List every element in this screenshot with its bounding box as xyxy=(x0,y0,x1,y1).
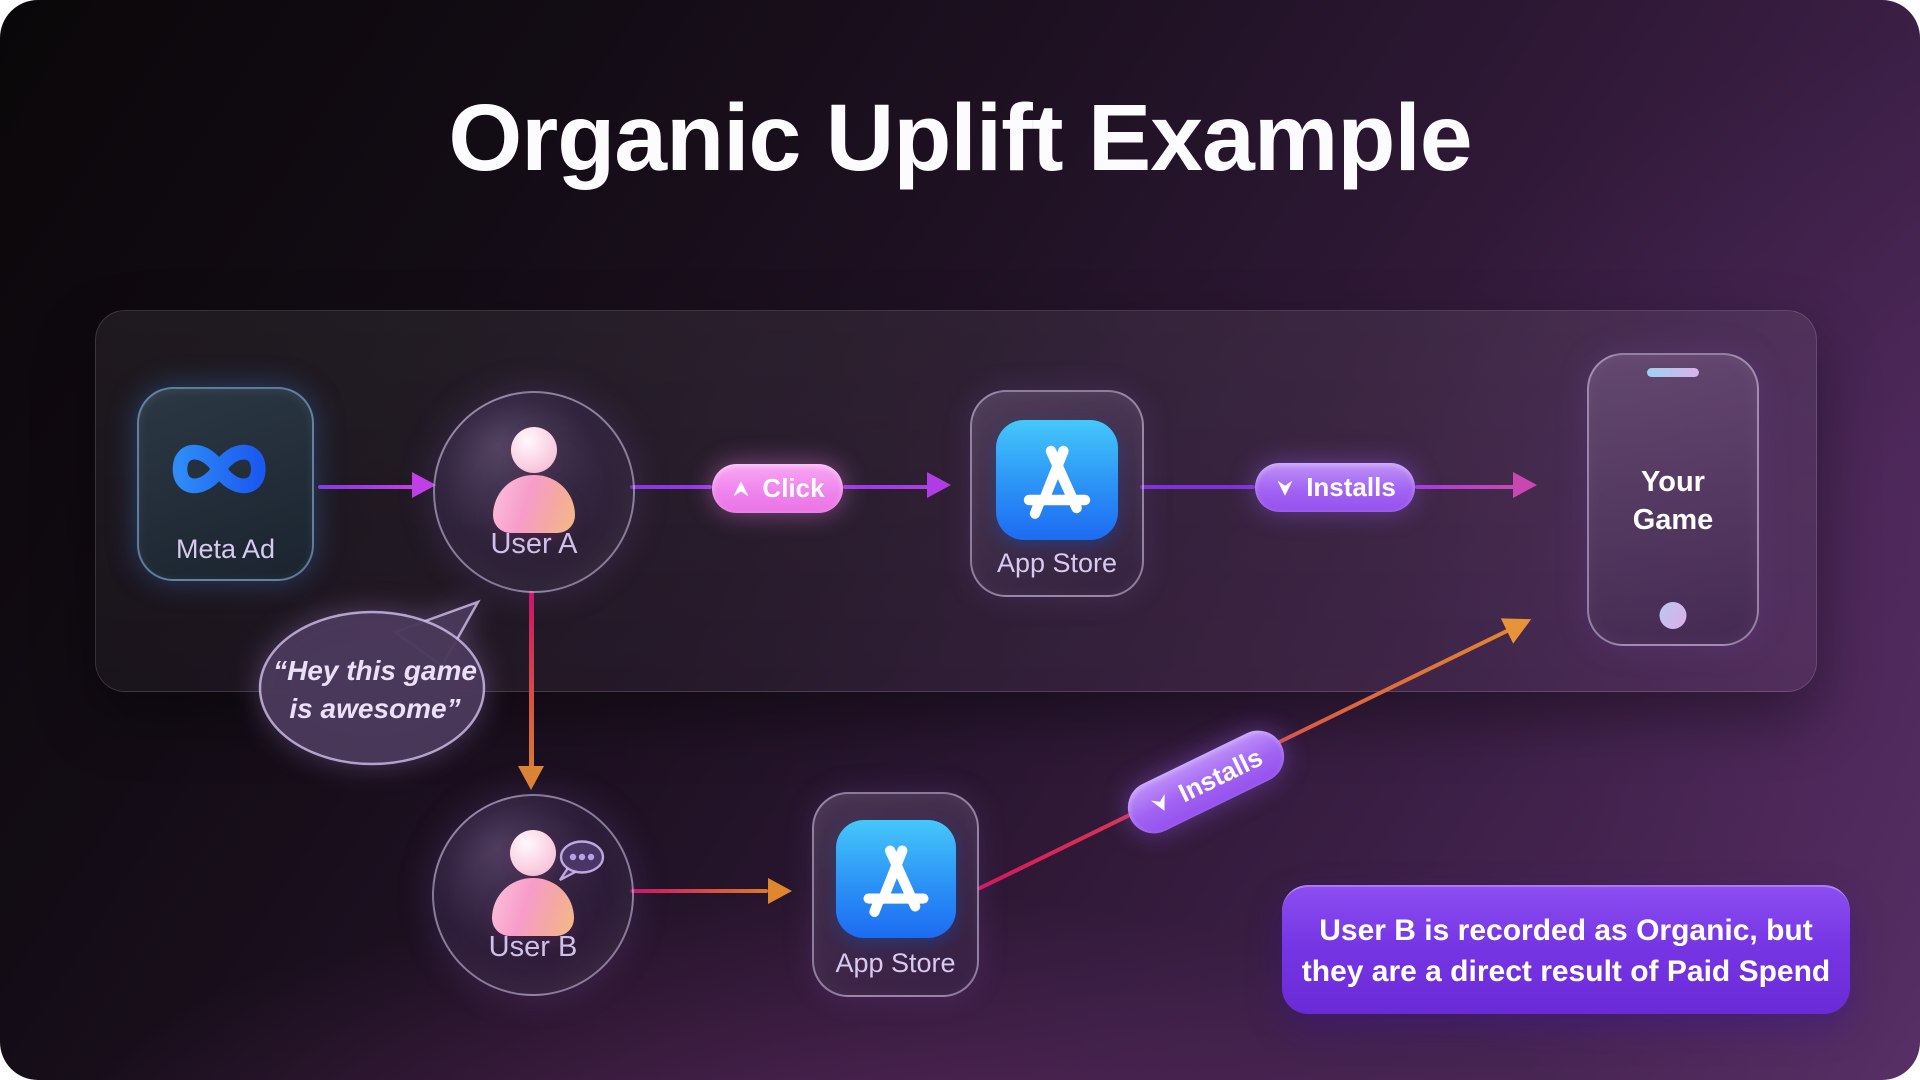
arrow-user-b-to-app-store xyxy=(630,889,768,893)
app-store-glyph-icon xyxy=(863,845,929,917)
person-body-icon xyxy=(492,878,574,936)
node-app-store-bottom: App Store xyxy=(812,792,979,997)
page-title: Organic Uplift Example xyxy=(448,85,1472,191)
node-your-game-phone: Your Game xyxy=(1587,353,1759,646)
node-user-a: User A xyxy=(433,391,635,593)
arrowhead-user-a-to-user-b-icon xyxy=(518,766,544,790)
click-pill: Click xyxy=(712,464,843,513)
cursor-up-icon xyxy=(733,480,749,496)
chat-dots-icon xyxy=(559,840,605,882)
user-a-label: User A xyxy=(490,528,578,560)
app-store-icon xyxy=(836,820,956,938)
speech-bubble-text: “Hey this game is awesome” xyxy=(273,655,477,724)
meta-logo-icon xyxy=(172,445,266,493)
arrow-user-a-to-user-b xyxy=(529,591,534,769)
installs-pill-top: Installs xyxy=(1255,463,1415,512)
installs-pill-diagonal: Installs xyxy=(1119,721,1293,843)
node-app-store-top: App Store xyxy=(970,390,1144,597)
meta-ad-label: Meta Ad xyxy=(175,534,276,564)
person-icon xyxy=(492,830,574,936)
organic-attribution-note: User B is recorded as Organic, but they … xyxy=(1282,885,1850,1014)
user-b-label: User B xyxy=(488,931,578,963)
arrow-installs-to-phone xyxy=(1415,485,1515,489)
person-head-icon xyxy=(510,830,556,876)
app-store-icon xyxy=(996,420,1118,540)
arrow-app-store-to-installs xyxy=(1140,485,1255,489)
app-store-top-label: App Store xyxy=(996,548,1118,578)
arrowhead-user-b-to-app-store-icon xyxy=(768,878,792,904)
your-game-label: Your Game xyxy=(1632,466,1714,536)
note-line-2: they are a direct result of Paid Spend xyxy=(1301,954,1831,988)
arrow-meta-to-user-a xyxy=(318,485,414,489)
download-arrow-icon xyxy=(1277,480,1293,496)
arrow-click-to-app-store xyxy=(843,485,929,489)
phone-speaker-icon xyxy=(1647,368,1699,377)
person-icon xyxy=(493,427,575,533)
arrowhead-meta-to-user-a-icon xyxy=(412,472,436,498)
note-line-1: User B is recorded as Organic, but xyxy=(1319,913,1813,947)
app-store-bottom-label: App Store xyxy=(835,948,956,978)
download-arrow-icon xyxy=(1151,793,1165,811)
arrowhead-click-to-app-store-icon xyxy=(927,472,951,498)
installs-top-label: Installs xyxy=(1306,472,1396,502)
person-head-icon xyxy=(511,427,557,473)
node-user-b: User B xyxy=(432,794,634,996)
installs-diagonal-label: Installs xyxy=(1173,741,1268,808)
phone-home-button-icon xyxy=(1659,602,1687,629)
arrow-user-a-to-click xyxy=(630,485,712,489)
speech-bubble xyxy=(258,599,486,766)
click-pill-label: Click xyxy=(762,473,825,503)
node-meta-ad: Meta Ad xyxy=(137,387,314,581)
arrowhead-installs-to-phone-icon xyxy=(1513,472,1537,498)
app-store-glyph-icon xyxy=(1023,445,1091,519)
person-body-icon xyxy=(493,475,575,533)
